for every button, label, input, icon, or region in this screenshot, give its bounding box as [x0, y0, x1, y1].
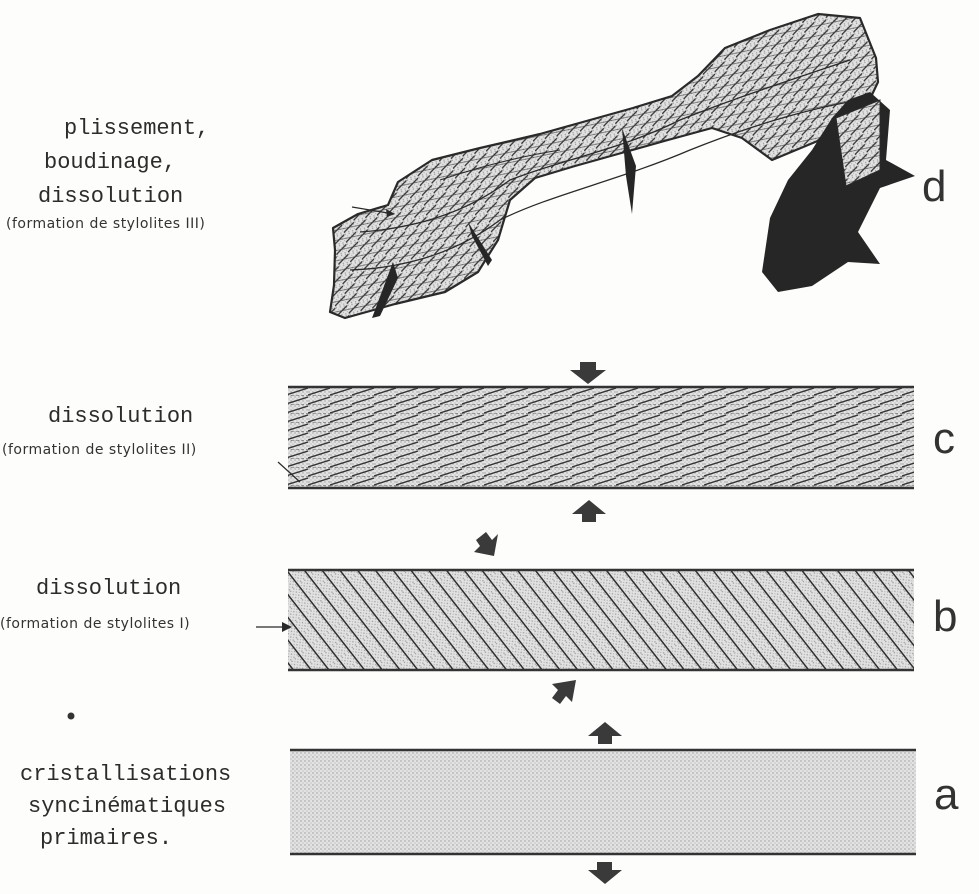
label-b-line1: dissolution: [36, 576, 181, 602]
label-c-line1: dissolution: [48, 404, 193, 430]
arrow-oblique-b-top: [474, 532, 498, 556]
stage-letter-b: b: [933, 592, 957, 642]
arrow-up-a: [588, 722, 622, 744]
stage-letter-c: c: [933, 414, 955, 464]
note-c: (formation de stylolites II): [2, 442, 197, 458]
label-d-line3: dissolution: [38, 184, 183, 210]
arrow-down-a: [588, 862, 622, 884]
label-d-line1: plissement,: [64, 116, 209, 142]
stage-a-layer: [290, 750, 916, 854]
arrow-up-c: [572, 500, 606, 522]
stage-b-layer: [288, 570, 914, 670]
stray-dot: [68, 713, 75, 720]
stage-letter-d: d: [922, 162, 946, 212]
label-d-line2: boudinage,: [44, 150, 176, 176]
stage-c-layer: [288, 387, 914, 488]
stage-letter-a: a: [934, 770, 958, 820]
stage-d-folded-layer: [330, 14, 915, 318]
label-a-line3: primaires.: [40, 826, 172, 852]
label-a-line1: cristallisations: [20, 762, 231, 788]
note-d: (formation de stylolites III): [6, 216, 205, 232]
label-a-line2: syncinématiques: [28, 794, 226, 820]
arrow-down-dc: [570, 362, 606, 384]
arrow-oblique-b-bottom: [552, 680, 576, 704]
note-b: (formation de stylolites I): [0, 616, 190, 632]
